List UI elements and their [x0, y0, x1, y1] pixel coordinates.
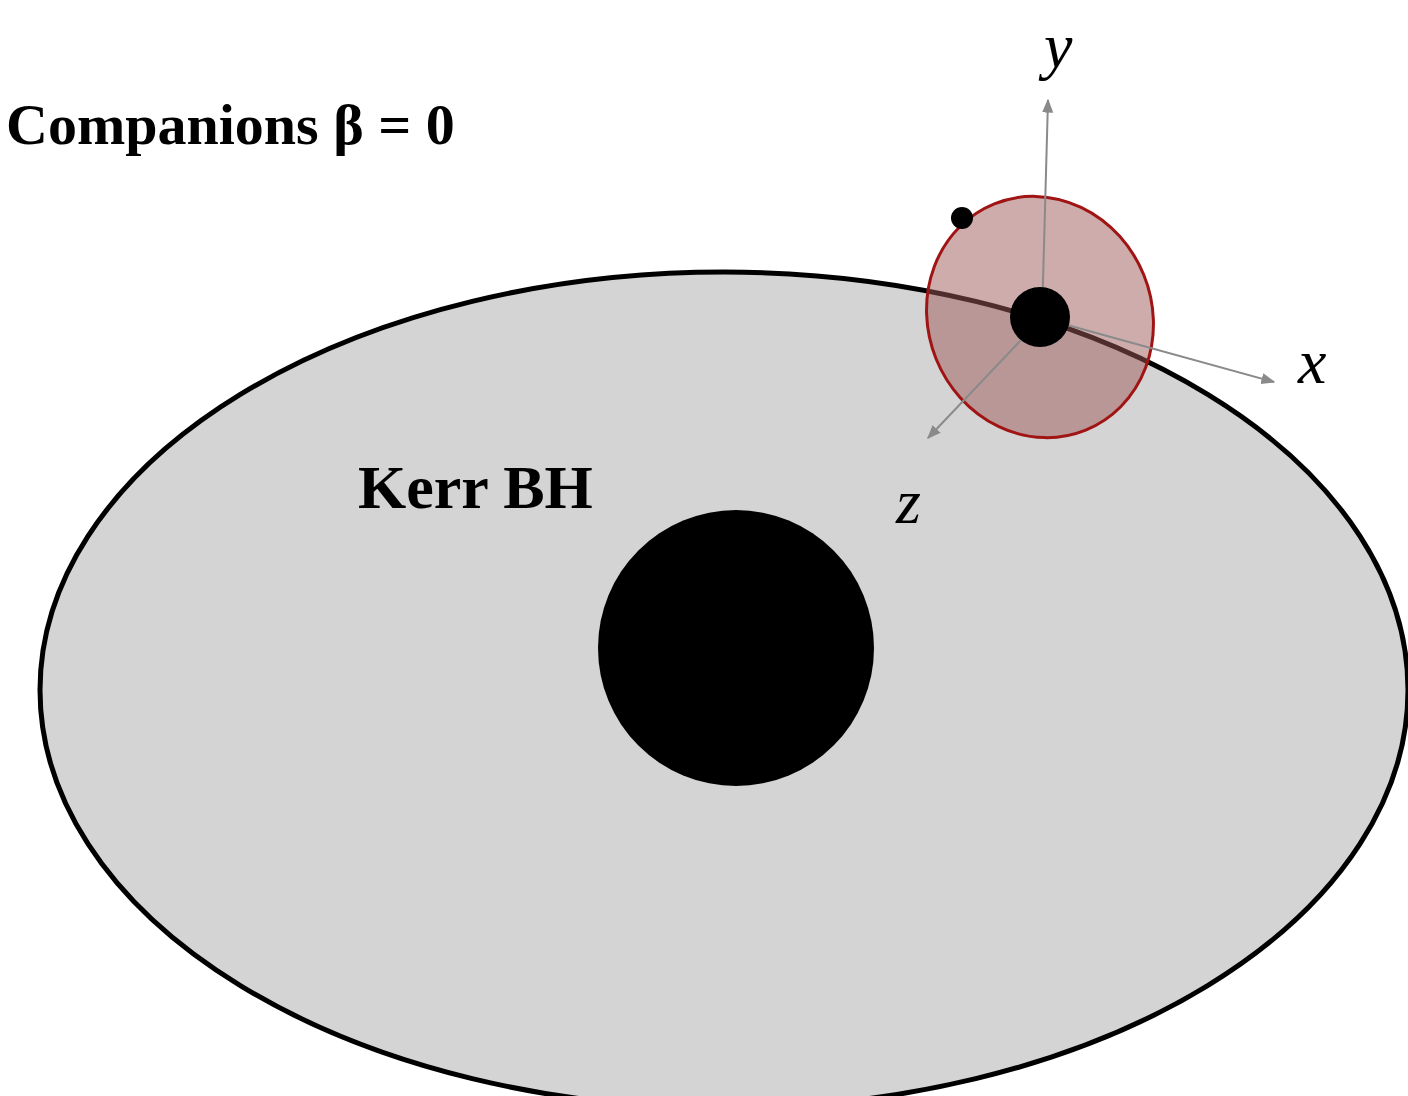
- axis-label: x: [1298, 330, 1326, 394]
- x-axis: [1042, 318, 1274, 382]
- orbit-disk: [40, 272, 1408, 1096]
- figure-title: Companions β = 0: [6, 96, 455, 154]
- axis-label: y: [1044, 14, 1072, 78]
- y-axis: [1042, 100, 1048, 318]
- object-label: Kerr BH: [358, 456, 593, 518]
- companion-orbit: [890, 162, 1189, 472]
- secondary-companion: [951, 207, 973, 229]
- black-hole: [598, 510, 874, 786]
- axis-label: z: [896, 470, 921, 534]
- companion-body: [1010, 287, 1070, 347]
